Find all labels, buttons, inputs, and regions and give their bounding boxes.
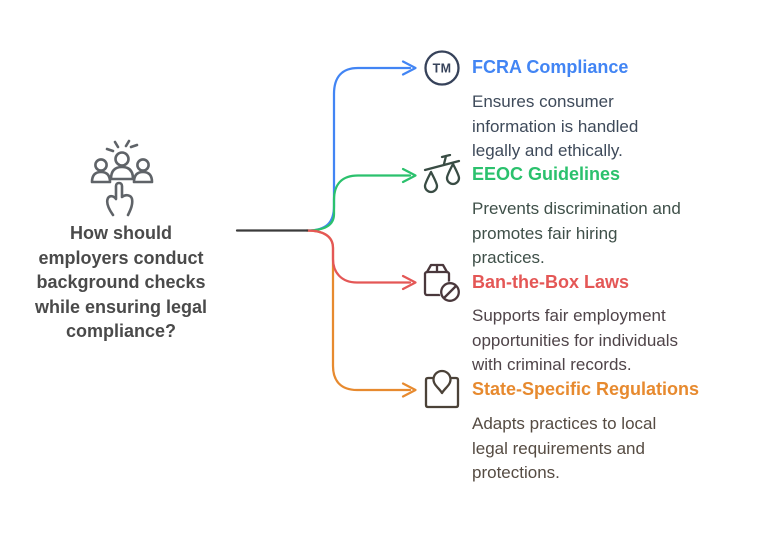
root-question: How should employers conduct background … xyxy=(14,221,228,344)
question-line: compliance? xyxy=(65,321,177,341)
branch-desc-banbox: Supports fair employment opportunities f… xyxy=(472,304,747,378)
desc-line: information is handled xyxy=(472,116,639,136)
branch-title-banbox: Ban-the-Box Laws xyxy=(472,272,630,292)
desc-line: Supports fair employment xyxy=(472,306,666,325)
question-line: while ensuring legal xyxy=(34,296,208,317)
branch-line-fcra xyxy=(305,66,412,232)
desc-line: legally and ethically. xyxy=(472,141,623,161)
desc-line: with criminal records. xyxy=(472,355,632,375)
question-line: How should xyxy=(70,223,172,243)
people-selection-icon xyxy=(90,139,154,217)
question-line: background checks xyxy=(36,272,206,292)
desc-line: Prevents discrimination and xyxy=(472,199,681,218)
svg-text:TM: TM xyxy=(433,62,452,76)
desc-line: Adapts practices to local xyxy=(472,414,657,433)
arrowhead-fcra xyxy=(401,60,417,76)
branch-line-eeoc xyxy=(305,174,412,232)
branch-title-fcra: FCRA Compliance xyxy=(472,57,629,77)
desc-line: promotes fair hiring xyxy=(472,223,618,243)
desc-line: opportunities for individuals xyxy=(472,330,679,350)
map-pin-box-icon xyxy=(424,369,460,409)
branch-desc-eeoc: Prevents discrimination and promotes fai… xyxy=(472,197,747,271)
branch-desc-fcra: Ensures consumer information is handled … xyxy=(472,90,747,164)
balance-scale-icon xyxy=(423,154,461,194)
desc-line: legal requirements and xyxy=(472,438,645,458)
branch-line-state xyxy=(305,229,412,392)
arrowhead-eeoc xyxy=(401,167,417,184)
desc-line: Ensures consumer xyxy=(472,92,614,111)
branch-line-banbox xyxy=(305,229,412,284)
package-prohibited-icon xyxy=(423,263,461,303)
arrowhead-state xyxy=(401,382,417,398)
arrowhead-banbox xyxy=(401,274,417,291)
branch-title-eeoc: EEOC Guidelines xyxy=(472,164,621,184)
branch-title-state: State-Specific Regulations xyxy=(472,379,700,399)
branch-desc-state: Adapts practices to local legal requirem… xyxy=(472,412,747,486)
desc-line: protections. xyxy=(472,463,560,483)
trademark-circle-icon: TM xyxy=(424,50,460,86)
question-line: employers conduct xyxy=(38,247,204,268)
desc-line: practices. xyxy=(472,248,545,268)
